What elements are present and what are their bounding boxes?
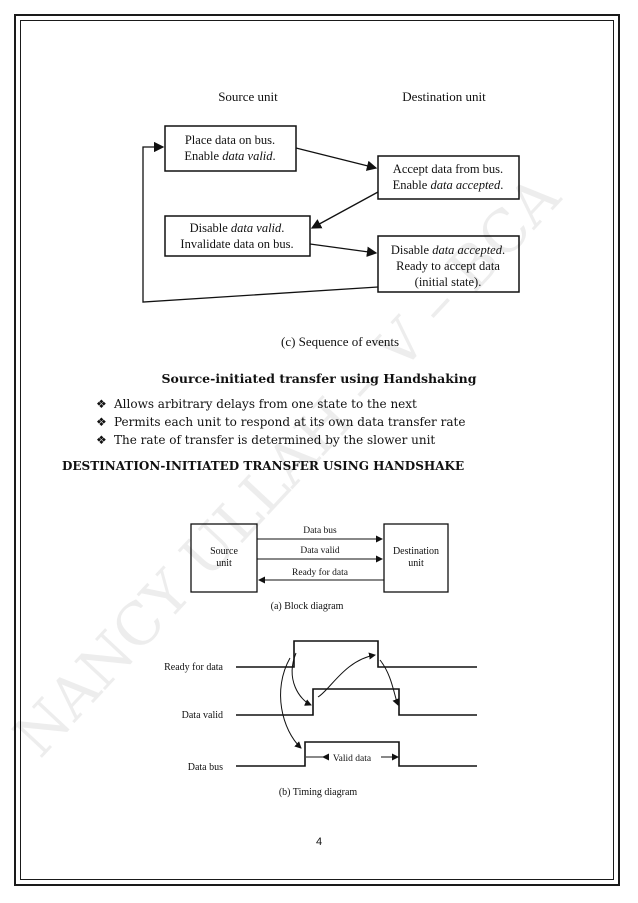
- timing-ready-label: Ready for data: [164, 662, 223, 673]
- timing-diagram-caption: (b) Timing diagram: [279, 787, 358, 798]
- list-item: ❖ Allows arbitrary delays from one state …: [96, 395, 465, 413]
- block-diagram-caption: (a) Block diagram: [271, 601, 344, 612]
- page-number: 4: [315, 836, 323, 848]
- page-border-inner: [20, 20, 614, 880]
- box-disable-data-accepted: [377, 235, 520, 293]
- source-unit-title: Source unit: [218, 89, 278, 104]
- box3-line2: Invalidate data on bus.: [180, 237, 293, 251]
- causal-arrow-ready-to-valid: [291, 652, 312, 706]
- data-valid-label: Data valid: [300, 546, 340, 556]
- page-border-outer: [14, 14, 620, 886]
- box4-line3: (initial state).: [415, 275, 482, 289]
- causal-arrow-ready-to-invalid: [379, 659, 400, 706]
- box-accept-data: [377, 155, 520, 200]
- bullet-list: ❖ Allows arbitrary delays from one state …: [96, 395, 465, 449]
- timing-bus-label: Data bus: [188, 762, 223, 773]
- arrow-box4-back-to-box1: [142, 141, 379, 303]
- list-item: ❖ The rate of transfer is determined by t…: [96, 431, 465, 449]
- diamond-bullet-icon: ❖: [96, 433, 107, 447]
- box3-line1: Disable data valid.: [190, 221, 285, 235]
- section-heading: DESTINATION-INITIATED TRANSFER USING HAN…: [62, 459, 465, 473]
- list-item-text: Permits each unit to respond at its own …: [114, 415, 466, 429]
- box2-line2: Enable data accepted.: [393, 178, 504, 192]
- box1-line1: Place data on bus.: [185, 133, 275, 147]
- causal-arrow-valid-to-ready: [317, 652, 376, 698]
- box4-line1: Disable data accepted.: [391, 243, 505, 257]
- causal-arrow-ready-to-bus: [280, 657, 302, 749]
- box4-line2: Ready to accept data: [396, 259, 500, 273]
- arrow-box3-to-box4: [309, 243, 378, 257]
- box2-line1: Accept data from bus.: [393, 162, 503, 176]
- arrow-box2-to-box3: [310, 191, 379, 229]
- list-item: ❖ Permits each unit to respond at its own…: [96, 413, 465, 431]
- destination-unit-title: Destination unit: [402, 89, 486, 104]
- source-block-line1: Source: [210, 546, 238, 557]
- timing-valid-label: Data valid: [182, 710, 223, 721]
- ready-for-data-label: Ready for data: [292, 567, 349, 578]
- dest-block-line2: unit: [408, 558, 424, 569]
- list-item-text: Allows arbitrary delays from one state t…: [114, 397, 417, 411]
- source-unit-block: [190, 523, 258, 593]
- source-initiated-caption: Source-initiated transfer using Handshak…: [161, 371, 477, 386]
- sequence-caption: (c) Sequence of events: [281, 334, 399, 349]
- ready-for-data-waveform: [236, 640, 477, 668]
- destination-unit-block: [383, 523, 449, 593]
- dest-block-line1: Destination: [393, 546, 439, 557]
- data-bus-label: Data bus: [303, 526, 337, 536]
- box1-line2: Enable data valid.: [184, 149, 275, 163]
- source-block-line2: unit: [216, 558, 232, 569]
- list-item-text: The rate of transfer is determined by th…: [114, 433, 436, 447]
- data-bus-waveform: [236, 741, 477, 767]
- data-valid-waveform: [236, 688, 477, 716]
- valid-data-label: Valid data: [333, 754, 372, 764]
- diamond-bullet-icon: ❖: [96, 397, 107, 411]
- diamond-bullet-icon: ❖: [96, 415, 107, 429]
- box-disable-data-valid: [164, 215, 311, 257]
- arrow-box1-to-box2: [295, 147, 378, 171]
